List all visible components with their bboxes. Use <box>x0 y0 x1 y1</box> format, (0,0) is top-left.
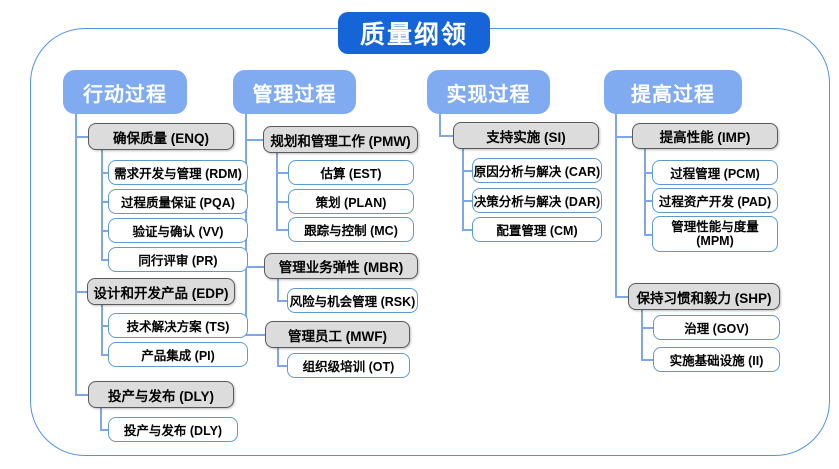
diagram-title: 质量纲领 <box>338 12 490 54</box>
connector-line <box>644 234 652 236</box>
connector-line <box>277 348 279 366</box>
connector-line <box>101 150 103 260</box>
connector-line <box>439 114 441 135</box>
header-realization-process: 实现过程 <box>427 70 550 114</box>
connector-line <box>101 230 108 232</box>
node-pad: 过程资产开发 (PAD) <box>652 188 778 213</box>
connector-line <box>75 291 87 293</box>
node-est: 估算 (EST) <box>288 160 414 185</box>
node-plan: 策划 (PLAN) <box>288 189 414 214</box>
connector-line <box>101 305 103 355</box>
node-ot: 组织级培训 (OT) <box>287 353 410 378</box>
connector-line <box>101 259 108 261</box>
node-si: 支持实施 (SI) <box>453 122 599 149</box>
connector-line <box>101 354 108 356</box>
connector-line <box>277 365 287 367</box>
connector-line <box>277 279 279 301</box>
node-imp: 提高性能 (IMP) <box>632 123 778 149</box>
node-enq: 确保质量 (ENQ) <box>88 123 234 150</box>
connector-line <box>100 408 102 429</box>
connector-line <box>277 300 287 302</box>
connector-line <box>644 172 652 174</box>
connector-line <box>245 266 264 268</box>
connector-line <box>245 139 263 141</box>
connector-line <box>615 114 617 296</box>
header-action-process: 行动过程 <box>63 70 187 114</box>
connector-line <box>644 200 652 202</box>
connector-line <box>644 149 646 234</box>
node-pqa: 过程质量保证 (PQA) <box>108 189 248 214</box>
header-improvement-process: 提高过程 <box>604 70 742 114</box>
connector-line <box>641 310 643 360</box>
node-vv: 验证与确认 (VV) <box>108 218 248 243</box>
node-car: 原因分析与解决 (CAR) <box>472 158 602 183</box>
node-shp: 保持习惯和毅力 (SHP) <box>628 283 780 310</box>
node-rdm: 需求开发与管理 (RDM) <box>108 160 248 185</box>
connector-line <box>615 136 632 138</box>
connector-line <box>75 114 77 394</box>
connector-line <box>101 325 108 327</box>
connector-line <box>75 136 88 138</box>
connector-line <box>100 429 108 431</box>
node-pr: 同行评审 (PR) <box>108 247 248 272</box>
node-edp: 设计和开发产品 (EDP) <box>87 278 235 305</box>
node-mwf: 管理员工 (MWF) <box>265 321 410 348</box>
node-ii: 实施基础设施 (II) <box>653 347 780 372</box>
connector-line <box>439 135 453 137</box>
connector-line <box>101 201 108 203</box>
node-gov: 治理 (GOV) <box>653 315 780 340</box>
connector-line <box>276 172 288 174</box>
node-dar: 决策分析与解决 (DAR) <box>472 188 602 213</box>
connector-line <box>276 153 278 230</box>
connector-line <box>641 327 653 329</box>
node-pcm: 过程管理 (PCM) <box>652 160 778 185</box>
connector-line <box>615 296 628 298</box>
connector-line <box>641 359 653 361</box>
connector-line <box>276 229 288 231</box>
node-mpm: 管理性能与度量 (MPM) <box>652 216 778 252</box>
node-mbr: 管理业务弹性 (MBR) <box>264 253 418 279</box>
node-pmw: 规划和管理工作 (PMW) <box>263 126 418 153</box>
header-management-process: 管理过程 <box>233 70 356 114</box>
node-mc: 跟踪与控制 (MC) <box>288 217 414 242</box>
node-cm: 配置管理 (CM) <box>472 217 602 242</box>
connector-line <box>462 200 472 202</box>
connector-line <box>245 334 265 336</box>
connector-line <box>462 229 472 231</box>
node-rsk: 风险与机会管理 (RSK) <box>287 288 418 313</box>
node-dly-sub: 投产与发布 (DLY) <box>108 417 238 442</box>
node-dly: 投产与发布 (DLY) <box>88 381 234 408</box>
node-pi: 产品集成 (PI) <box>108 342 248 367</box>
connector-line <box>75 394 88 396</box>
connector-line <box>276 201 288 203</box>
connector-line <box>462 149 464 230</box>
node-ts: 技术解决方案 (TS) <box>108 313 248 338</box>
connector-line <box>462 170 472 172</box>
connector-line <box>101 172 108 174</box>
